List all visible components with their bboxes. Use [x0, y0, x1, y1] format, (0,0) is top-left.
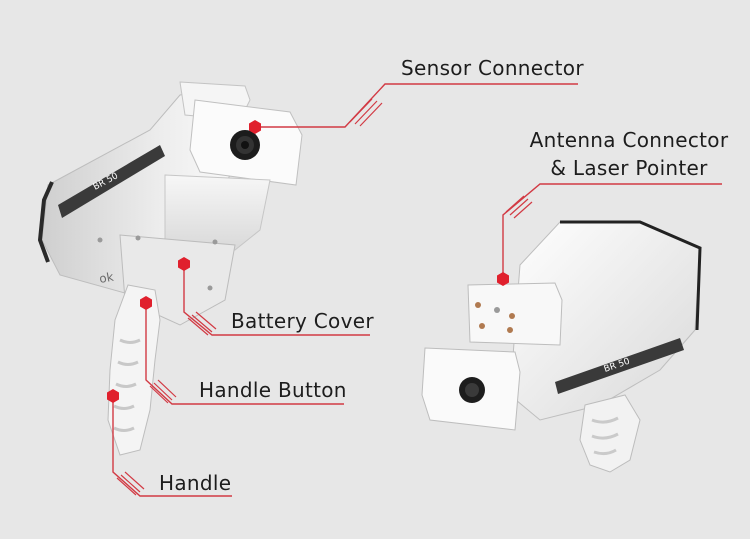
label-laser-pointer: & Laser Pointer	[550, 156, 708, 180]
marker-handle	[107, 389, 119, 403]
leader-sensor-connector	[255, 83, 578, 128]
left-device-rim	[37, 181, 54, 263]
right-device-rim	[560, 220, 702, 331]
marker-handle-button	[140, 296, 152, 310]
leader-handle	[112, 396, 232, 497]
label-antenna-connector: Antenna Connector	[529, 128, 729, 152]
marker-sensor-connector	[249, 120, 261, 134]
label-sensor-connector: Sensor Connector	[401, 56, 584, 80]
label-handle-button: Handle Button	[199, 378, 347, 402]
antenna-connector-block	[467, 282, 563, 346]
right-device-handle	[579, 394, 641, 473]
left-device-decal	[58, 145, 165, 218]
right-device-decal	[555, 338, 684, 394]
markers	[107, 120, 509, 403]
marker-antenna-connector	[497, 272, 509, 286]
right-device: BR 50	[421, 220, 702, 473]
leader-antenna-connector	[502, 183, 722, 279]
marker-battery-cover	[178, 257, 190, 271]
leader-handle-button	[145, 303, 344, 405]
label-battery-cover: Battery Cover	[231, 309, 374, 333]
label-handle: Handle	[159, 471, 232, 495]
left-device-handle	[107, 284, 161, 456]
leader-lines	[112, 83, 722, 497]
svg-text:ok: ok	[98, 270, 115, 286]
leader-battery-cover	[183, 264, 370, 336]
